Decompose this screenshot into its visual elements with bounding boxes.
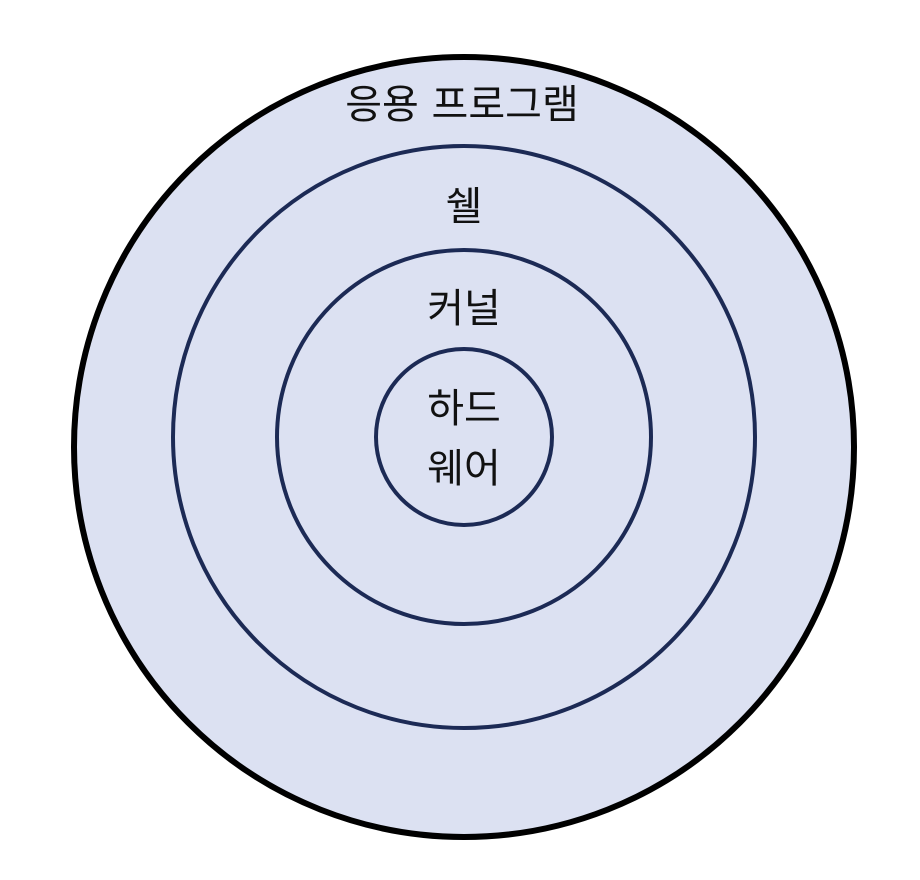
kernel-layer-label: 커널 bbox=[427, 286, 501, 332]
hardware-layer-label-line1: 하드 bbox=[427, 386, 501, 432]
shell-layer-label: 쉘 bbox=[446, 184, 483, 230]
hardware-layer-circle bbox=[374, 347, 554, 527]
hardware-layer-label-line2: 웨어 bbox=[427, 446, 501, 492]
application-layer-label: 응용 프로그램 bbox=[345, 82, 579, 128]
